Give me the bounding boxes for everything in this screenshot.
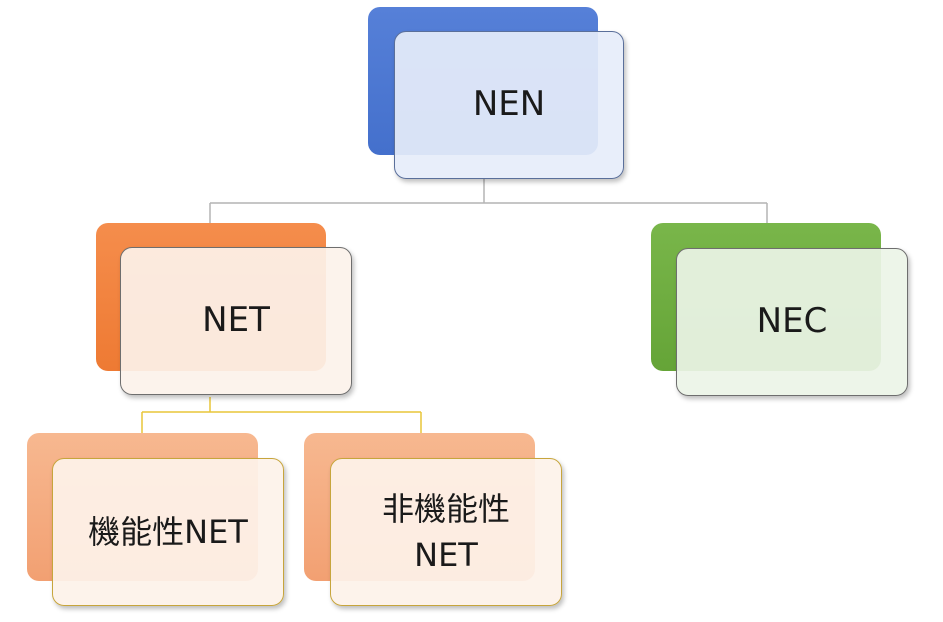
node-nen-label: NEN [472,84,546,125]
node-nonfunctional-net-label: 非機能性 NET [381,489,510,574]
node-net-card: NET [120,247,352,395]
node-nec: NEC [651,223,908,397]
node-net-label: NET [202,300,270,341]
node-functional-net-card: 機能性NET [52,458,284,606]
node-nonfunctional-net-card: 非機能性 NET [330,458,562,606]
connector-net-children [141,397,422,433]
node-net: NET [96,223,353,397]
connector-nen-children [209,179,768,223]
node-functional-net: 機能性NET [27,433,285,606]
node-nen: NEN [368,7,626,179]
node-nen-card: NEN [394,31,624,179]
node-nec-label: NEC [756,301,828,342]
node-nec-card: NEC [676,248,908,396]
node-functional-net-label: 機能性NET [88,512,248,551]
node-nonfunctional-net: 非機能性 NET [304,433,563,606]
